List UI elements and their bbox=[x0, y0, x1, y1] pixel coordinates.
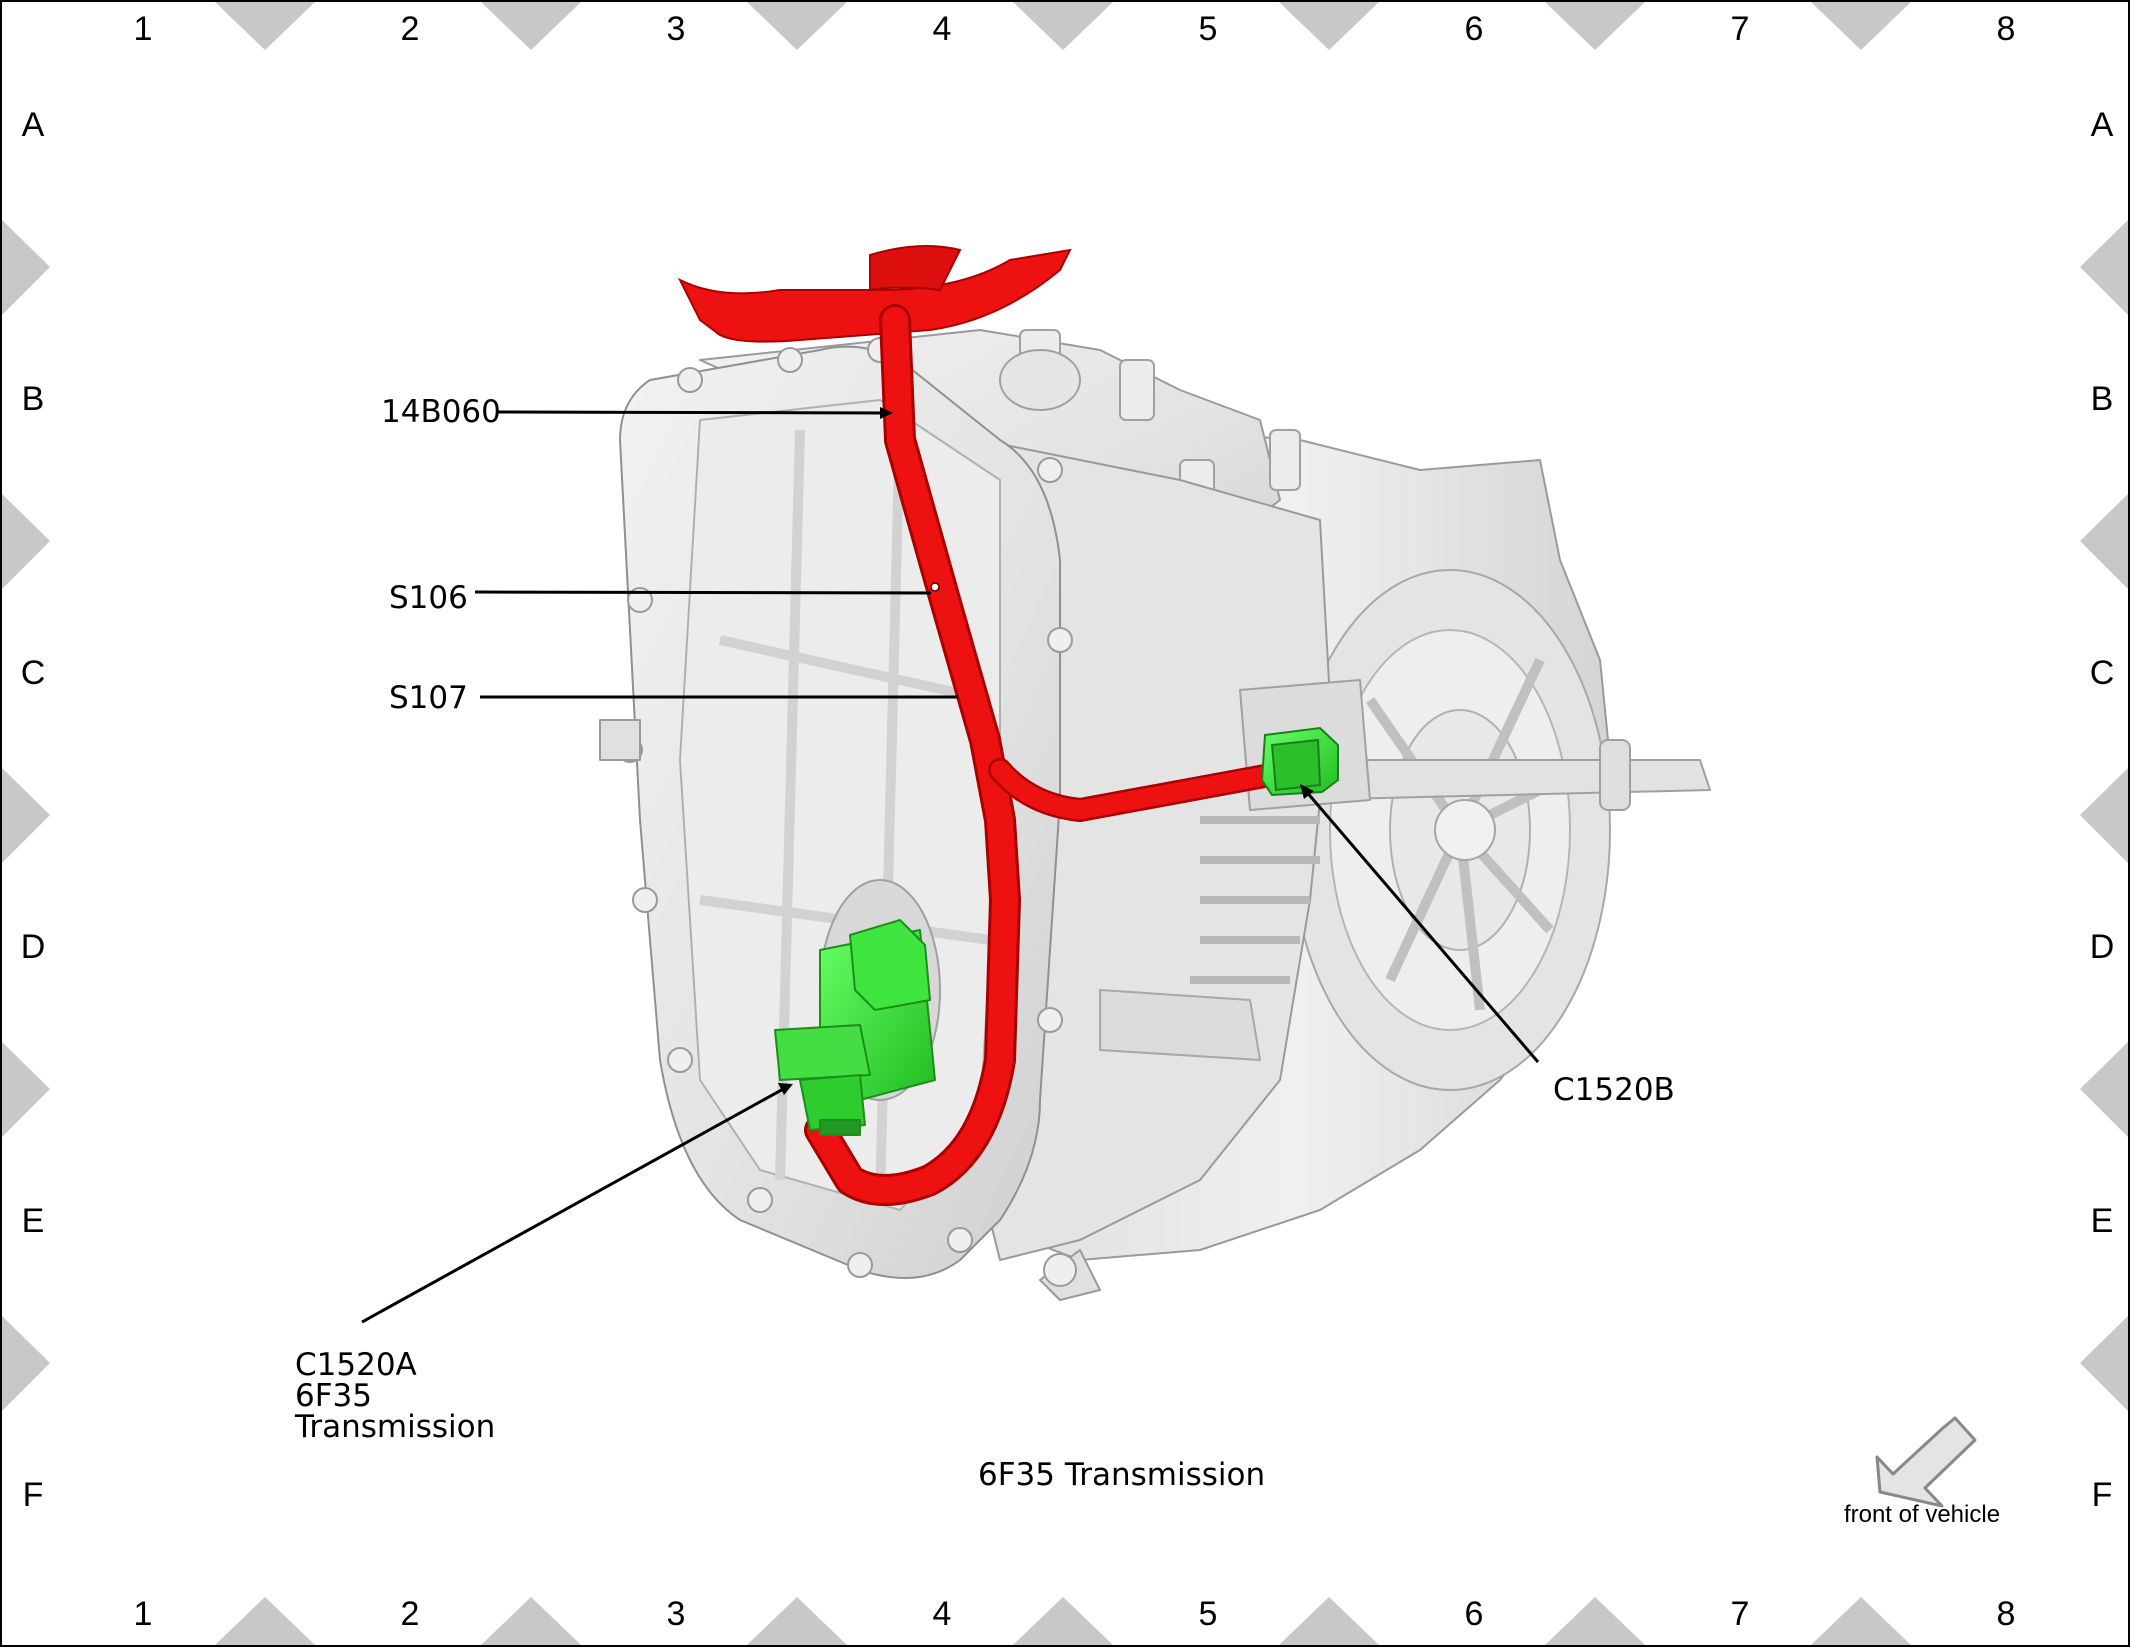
grid-column-label: 6 bbox=[1465, 10, 1484, 48]
grid-marker-top bbox=[215, 2, 315, 50]
callout-s106: S106 bbox=[389, 580, 468, 616]
grid-column-label: 3 bbox=[667, 1595, 686, 1633]
grid-row-label: E bbox=[22, 1202, 45, 1240]
grid-marker-top bbox=[1013, 2, 1113, 50]
grid-column-label: 5 bbox=[1199, 10, 1218, 48]
grid-marker-bottom bbox=[1279, 1597, 1379, 1645]
front-of-vehicle-label: front of vehicle bbox=[1844, 1501, 2000, 1528]
grid-marker-top bbox=[1811, 2, 1911, 50]
callout-c1520a-model: 6F35 bbox=[295, 1378, 372, 1414]
callout-leader-lines bbox=[361, 407, 1540, 1324]
grid-marker-right bbox=[2080, 1316, 2128, 1411]
grid-marker-right bbox=[2080, 494, 2128, 589]
arrowhead-icon bbox=[880, 407, 893, 419]
grid-marker-left bbox=[2, 494, 50, 589]
grid-marker-left bbox=[2, 220, 50, 315]
transmission-housing bbox=[599, 329, 1711, 1301]
grid-marker-bottom bbox=[1545, 1597, 1645, 1645]
front-of-vehicle-indicator: front of vehicle bbox=[1844, 1416, 2000, 1528]
grid-column-labels-top: 1 2 3 4 5 6 7 8 bbox=[134, 10, 2016, 48]
grid-marker-bottom bbox=[1013, 1597, 1113, 1645]
grid-marker-left bbox=[2, 1316, 50, 1411]
grid-row-label: D bbox=[2090, 928, 2115, 966]
leader-line-c1520b bbox=[1303, 789, 1540, 1063]
grid-marker-bottom bbox=[1811, 1597, 1911, 1645]
grid-row-label: A bbox=[22, 106, 45, 144]
grid-marker-top bbox=[1545, 2, 1645, 50]
grid-row-labels-right: A B C D E F bbox=[2090, 106, 2115, 1514]
grid-row-label: C bbox=[2090, 654, 2115, 692]
diagram-caption: 6F35 Transmission bbox=[978, 1457, 1265, 1493]
arrowhead-icon bbox=[778, 1083, 793, 1095]
grid-column-label: 1 bbox=[134, 1595, 153, 1633]
leader-line-s106 bbox=[474, 590, 932, 595]
grid-row-label: B bbox=[22, 380, 45, 418]
callout-c1520b: C1520B bbox=[1553, 1072, 1675, 1108]
grid-column-label: 7 bbox=[1731, 10, 1750, 48]
grid-row-label: C bbox=[21, 654, 46, 692]
grid-column-label: 4 bbox=[933, 1595, 952, 1633]
grid-marker-top bbox=[481, 2, 581, 50]
callout-c1520a: C1520A bbox=[295, 1347, 417, 1383]
grid-row-label: B bbox=[2091, 380, 2114, 418]
grid-marker-right bbox=[2080, 220, 2128, 315]
grid-column-label: 5 bbox=[1199, 1595, 1218, 1633]
grid-marker-left bbox=[2, 1042, 50, 1137]
grid-marker-bottom bbox=[481, 1597, 581, 1645]
grid-column-label: 6 bbox=[1465, 1595, 1484, 1633]
grid-column-label: 2 bbox=[401, 10, 420, 48]
leader-line-c1520a bbox=[361, 1086, 786, 1324]
grid-marker-bottom bbox=[215, 1597, 315, 1645]
grid-row-labels-left: A B C D E F bbox=[21, 106, 46, 1514]
grid-marker-left bbox=[2, 768, 50, 863]
callout-s107: S107 bbox=[389, 680, 468, 716]
grid-marker-right bbox=[2080, 768, 2128, 863]
connector-c1520a bbox=[774, 919, 936, 1136]
grid-row-label: F bbox=[23, 1476, 44, 1514]
callout-14b060: 14B060 bbox=[381, 394, 501, 430]
grid-column-label: 8 bbox=[1997, 1595, 2016, 1633]
grid-column-label: 4 bbox=[933, 10, 952, 48]
grid-column-labels-bottom: 1 2 3 4 5 6 7 8 bbox=[134, 1595, 2016, 1633]
grid-column-label: 2 bbox=[401, 1595, 420, 1633]
grid-marker-top bbox=[1279, 2, 1379, 50]
grid-row-label: A bbox=[2091, 106, 2114, 144]
grid-row-label: F bbox=[2092, 1476, 2113, 1514]
grid-marker-top bbox=[747, 2, 847, 50]
leader-line-14b060 bbox=[497, 410, 886, 415]
connector-c1520b bbox=[1260, 726, 1339, 797]
grid-column-label: 7 bbox=[1731, 1595, 1750, 1633]
grid-column-label: 1 bbox=[134, 10, 153, 48]
wiring-harness-14b060 bbox=[677, 245, 1282, 1206]
grid-column-label: 8 bbox=[1997, 10, 2016, 48]
callout-c1520a-description: Transmission bbox=[294, 1409, 495, 1445]
grid-marker-right bbox=[2080, 1042, 2128, 1137]
arrowhead-icon bbox=[1300, 784, 1314, 799]
grid-column-label: 3 bbox=[667, 10, 686, 48]
grid-row-label: E bbox=[2091, 1202, 2114, 1240]
grid-row-label: D bbox=[21, 928, 46, 966]
grid-marker-bottom bbox=[747, 1597, 847, 1645]
arrow-down-left-icon bbox=[1875, 1416, 1977, 1508]
